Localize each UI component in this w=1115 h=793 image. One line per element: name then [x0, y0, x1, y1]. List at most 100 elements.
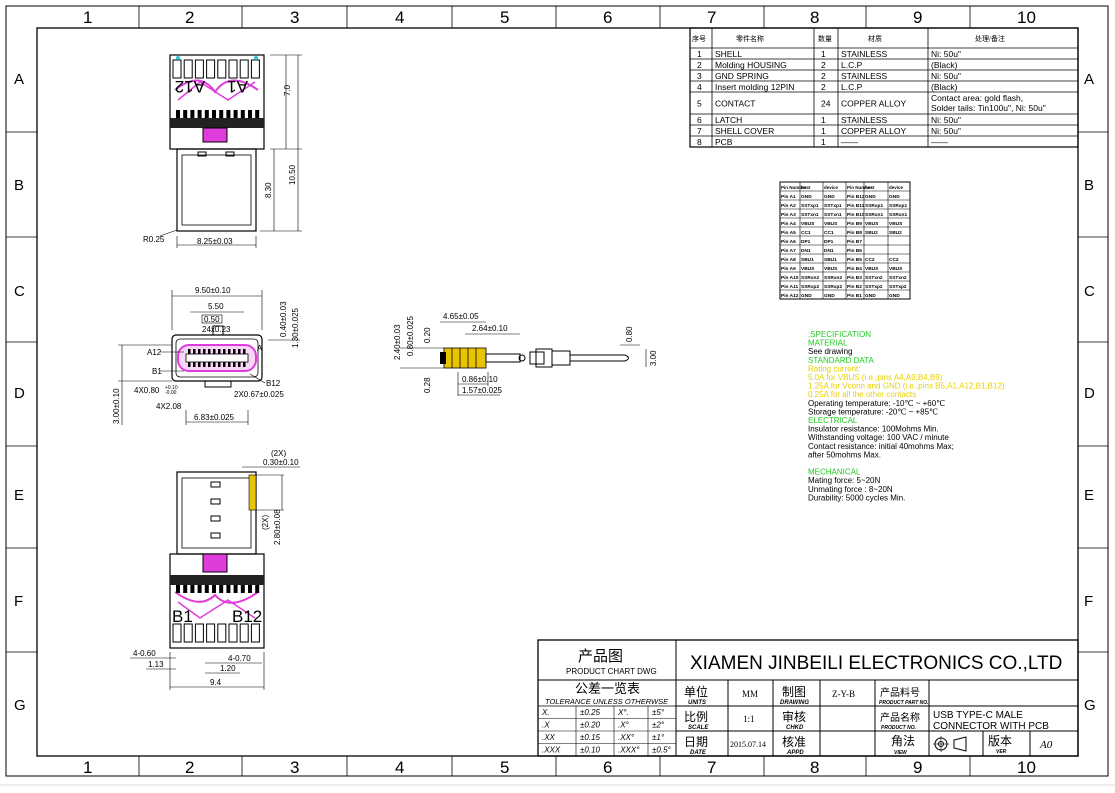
contact-pad [172, 623, 182, 643]
bom-cell-name: Molding HOUSING [715, 60, 787, 70]
bom-cell-remark: Solder tails: Tin100u", Ni: 50u" [931, 103, 1046, 113]
pin-a [238, 349, 241, 354]
bom-cell-qty: 1 [821, 126, 826, 136]
side-dim-1-57: 1.57±0.025 [462, 386, 503, 395]
bom-cell-material: STAINLESS [841, 115, 887, 125]
pin-cell: GND [865, 194, 876, 200]
tb-date-en: DATE [690, 750, 707, 756]
bom-cell-name: LATCH [715, 115, 742, 125]
bom-header: 零件名称 [736, 34, 764, 43]
solder-tail [226, 110, 231, 118]
pin-cell: DP1 [824, 239, 834, 245]
front-dim-4x208: 4X2.08 [156, 402, 182, 411]
pin-cell: SSRxp2 [801, 284, 819, 290]
pin-cell: SSRxn2 [801, 275, 819, 281]
pin-cell: Pin B12 [847, 194, 865, 200]
pin-b [218, 362, 221, 367]
tb-tol-cn: 公差一览表 [575, 681, 640, 696]
bom-cell-material: —— [841, 137, 859, 147]
bom-header: 处理/备注 [975, 34, 1005, 43]
top-lbl-a1: A1 [227, 77, 248, 96]
solder-tail [255, 585, 260, 593]
pin-a [203, 349, 206, 354]
bom-cell-qty: 2 [821, 60, 826, 70]
col-label-bottom: 7 [707, 758, 716, 777]
pin-cell: CC1 [801, 230, 811, 236]
top-dim-7: 7.0 [283, 84, 292, 96]
front-dim-1-30: 1.30±0.025 [291, 307, 300, 348]
spec-line: Contact resistance: initial 40mohms Max; [808, 442, 954, 451]
pin-cell: VBUS [824, 266, 838, 272]
pin-cell: GND [824, 293, 835, 299]
pin-cell: VBUS [889, 221, 903, 227]
col-label-bottom: 3 [290, 758, 299, 777]
spec-line: Rating current: [808, 364, 860, 373]
front-dim-24x: 24x0.23 [202, 325, 231, 334]
col-label-top: 5 [500, 8, 509, 27]
col-label-bottom: 8 [810, 758, 819, 777]
bom-cell-remark: —— [931, 137, 949, 147]
pin-cell: Pin A5 [781, 230, 796, 236]
tb-date-cn: 日期 [684, 735, 708, 749]
contact-pad [172, 59, 182, 79]
bom-cell-no: 8 [697, 137, 702, 147]
front-dim-2x067: 2X0.67±0.025 [234, 390, 284, 399]
top-dim-r025: R0.25 [143, 235, 165, 244]
bom-cell-material: STAINLESS [841, 71, 887, 81]
pin-cell: Pin B11 [847, 203, 865, 209]
bom-cell-qty: 2 [821, 71, 826, 81]
pin-cell: Pin A10 [781, 275, 799, 281]
bom-cell-no: 4 [697, 82, 702, 92]
top-dim-10-50: 10.50 [288, 164, 297, 185]
row-label-left: C [14, 283, 25, 300]
pin-cell: SBU1 [824, 257, 837, 263]
outer-frame [5, 5, 1109, 777]
spec-line: Insulator resistance: 100Mohms Min. [808, 425, 939, 434]
front-view: 9.50±0.10 5.50 0.50 24x0.23 A12 B1 A B12… [112, 286, 300, 425]
tb-date-val: 2015.07.14 [730, 740, 766, 749]
front-lbl-a: A [257, 344, 263, 353]
row-label-left: D [14, 385, 25, 402]
tb-name-val2: CONNECTOR WITH PCB [933, 721, 1049, 732]
spec-line: 0.25A for all the other contacts [808, 390, 916, 399]
col-label-bottom: 1 [83, 758, 92, 777]
spec-line: See drawing [808, 347, 852, 356]
bom-cell-remark: (Black) [931, 82, 958, 92]
pin-b [213, 362, 216, 367]
pin-a [193, 349, 196, 354]
pin-cell: GND [801, 293, 812, 299]
pin-cell: SSTxn1 [801, 212, 819, 218]
bom-cell-remark: Ni: 50u" [931, 49, 961, 59]
bom-cell-qty: 1 [821, 137, 826, 147]
spec-line: after 50mohms Max. [808, 450, 881, 459]
bom-cell-no: 7 [697, 126, 702, 136]
row-label-left: F [14, 593, 23, 610]
pin-cell: VBUS [865, 221, 879, 227]
pin-cell: DP1 [801, 239, 811, 245]
tolerance-cell: ±5° [652, 708, 665, 717]
col-label-bottom: 4 [395, 758, 404, 777]
bot-dim-9-4: 9.4 [210, 678, 222, 687]
pin-a [188, 349, 191, 354]
pin-a [228, 349, 231, 354]
bot-dim-2x-a: (2X) [271, 449, 286, 458]
pin-cell: GND [865, 293, 876, 299]
front-dim-5-50: 5.50 [208, 302, 224, 311]
tb-scale-cn: 比例 [684, 710, 708, 724]
contact-pad [206, 59, 216, 79]
pin-cell: Pin B9 [847, 221, 862, 227]
contact-pad [194, 623, 204, 643]
pin-cell: SSTxn1 [824, 212, 842, 218]
spec-line: Operating temperature: -10℃ ~ +60℃ [808, 399, 945, 408]
bot-dim-4-060: 4-0.60 [133, 649, 156, 658]
pin-cell: SSTxp1 [801, 203, 819, 209]
pin-cell: CC1 [824, 230, 834, 236]
contact-pad [194, 59, 204, 79]
pin-cell: SSRxn1 [889, 212, 907, 218]
bom-cell-remark: Ni: 50u" [931, 126, 961, 136]
pin-a [243, 349, 246, 354]
col-label-top: 4 [395, 8, 404, 27]
front-dim-4x080: 4X0.80 [134, 386, 160, 395]
